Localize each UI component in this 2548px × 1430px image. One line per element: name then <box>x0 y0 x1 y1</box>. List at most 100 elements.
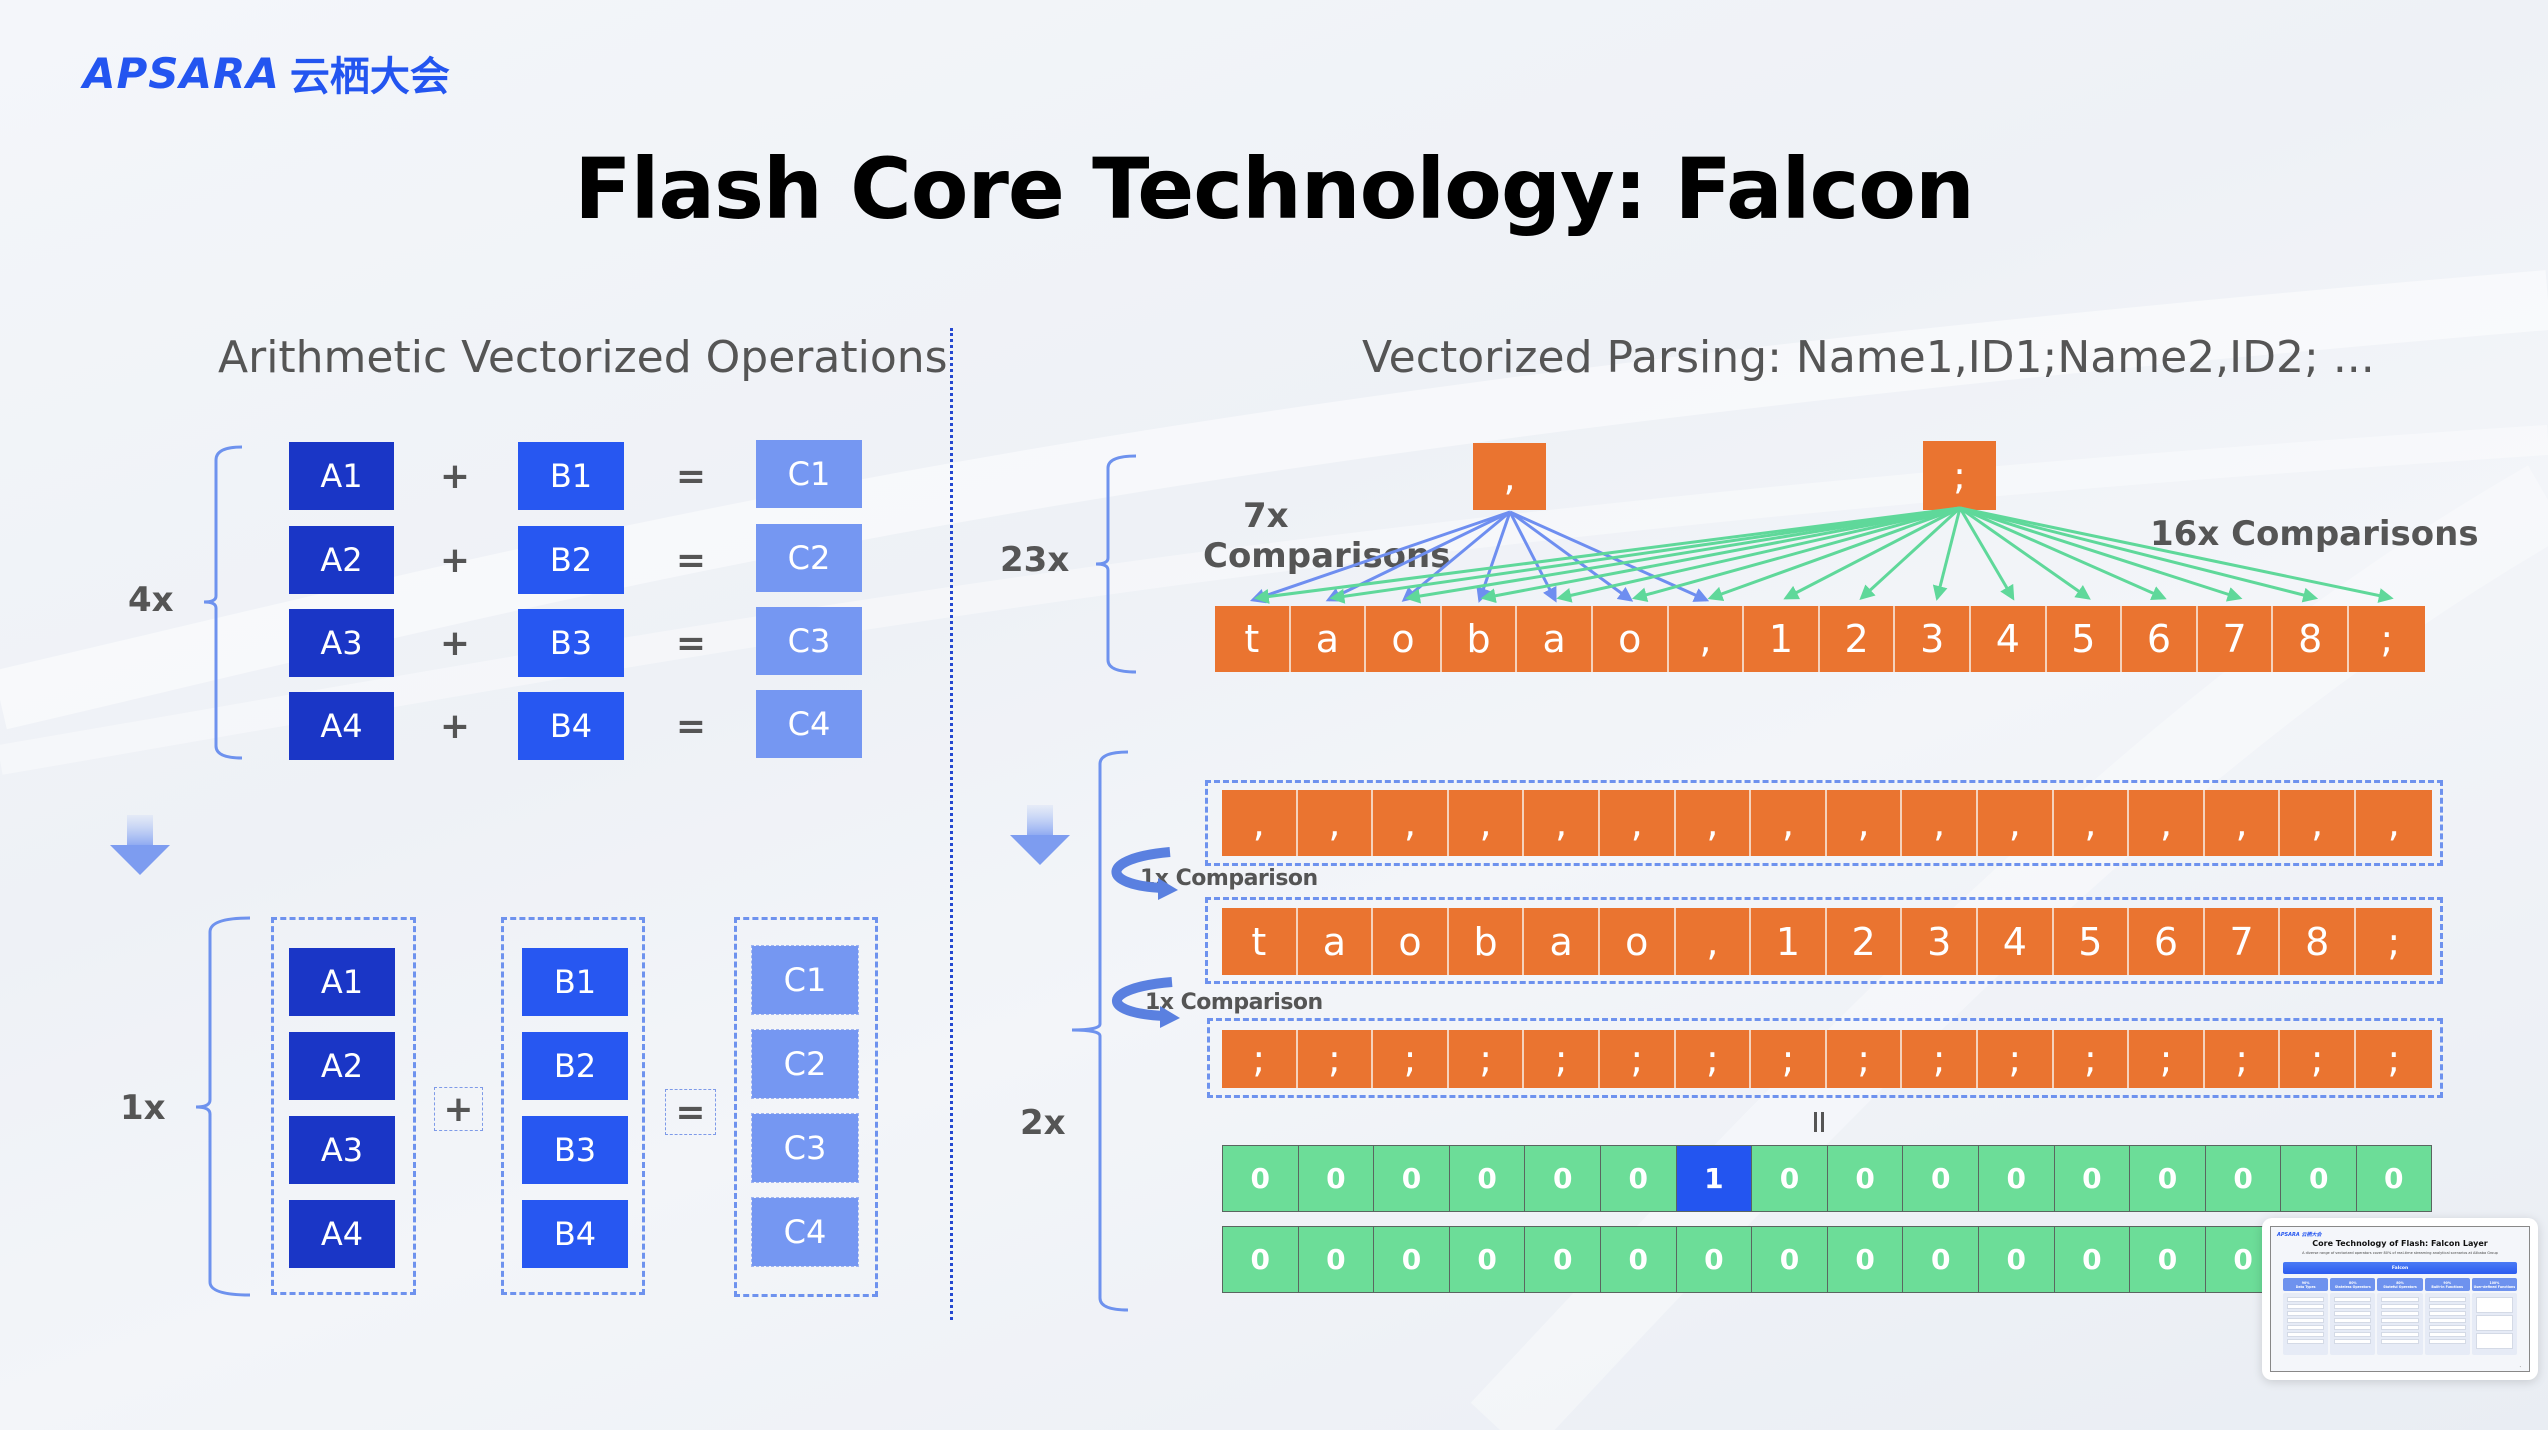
apsara-logo: APSARA 云栖大会 <box>83 49 450 101</box>
semicolon-broadcast-row-cell: ; <box>1902 1030 1978 1088</box>
c-cell: C2 <box>756 524 862 592</box>
thumbnail-item <box>2334 1297 2372 1302</box>
semicolon-match-mask-cell: 0 <box>1751 1226 1827 1293</box>
comma-broadcast-row-cell: , <box>2280 790 2356 856</box>
a-cell: A1 <box>289 948 395 1016</box>
brace-1x <box>195 916 251 1297</box>
thumbnail-subtitle: A diverse range of vectorized operators … <box>2302 1251 2498 1255</box>
input-char-cell: , <box>1668 606 1745 672</box>
thumbnail-item <box>2381 1339 2419 1344</box>
c-vector-register <box>734 917 878 1297</box>
thumbnail-footnote: * <box>2519 1366 2521 1369</box>
input-vector-row-register <box>1205 897 2443 984</box>
comma-broadcast-row-register <box>1205 780 2443 866</box>
comma-broadcast-row-cell: , <box>1978 790 2054 856</box>
comma-match-mask-cell: 0 <box>1448 1145 1525 1212</box>
multiplier-label-2x: 2x <box>1020 1103 1066 1143</box>
a-cell: A4 <box>289 692 394 760</box>
input-char-cell: o <box>1366 606 1442 672</box>
a-vector-register <box>271 917 416 1295</box>
vector-plus-operator: + <box>434 1087 483 1131</box>
semicolon-match-mask-cell: 0 <box>1675 1226 1752 1293</box>
comma-match-mask-cell: 0 <box>1222 1145 1298 1212</box>
semicolon-broadcast-row-cell: ; <box>1222 1030 1298 1088</box>
comma-match-mask-cell: 0 <box>2204 1145 2281 1212</box>
input-vector-row-cell: a <box>1524 908 1600 975</box>
thumbnail-item <box>2287 1297 2325 1302</box>
equals-operator: = <box>675 455 707 497</box>
c-cell: C1 <box>751 945 859 1015</box>
comma-match-mask-cell: 0 <box>2280 1145 2356 1212</box>
semicolon-comparison-arrow <box>1631 506 1961 603</box>
section-divider <box>950 328 953 1320</box>
semicolon-comparison-arrow <box>1707 506 1961 601</box>
thumbnail-column: 100%User-defined Functions <box>2471 1278 2518 1355</box>
thumbnail-item <box>2428 1304 2466 1309</box>
logo-chinese: 云栖大会 <box>289 54 450 100</box>
comma-match-mask-cell: 0 <box>1373 1145 1449 1212</box>
semicolon-broadcast-row-cell: ; <box>1600 1030 1676 1088</box>
thumbnail-column-name: Stateful Operators <box>2383 1284 2417 1289</box>
thumbnail-item <box>2381 1297 2419 1302</box>
semicolon-match-mask-cell: 0 <box>1902 1226 1978 1293</box>
input-vector-row-cell: 8 <box>2280 908 2356 975</box>
thumbnail-item <box>2381 1304 2419 1309</box>
a-cell: A2 <box>289 1032 395 1100</box>
comma-match-mask-cell: 0 <box>1902 1145 1978 1212</box>
thumbnail-item <box>2475 1315 2514 1331</box>
thumbnail-logo: APSARA 云栖大会 <box>2277 1232 2322 1238</box>
input-char-cell: 6 <box>2122 606 2198 672</box>
input-vector-row-cell: 6 <box>2129 908 2205 975</box>
slide-thumbnail[interactable]: APSARA 云栖大会 Core Technology of Flash: Fa… <box>2262 1218 2538 1380</box>
right-section-title: Vectorized Parsing: Name1,ID1;Name2,ID2;… <box>1362 332 2375 383</box>
c-cell: C4 <box>751 1197 859 1267</box>
thumbnail-title: Core Technology of Flash: Falcon Layer <box>2312 1239 2488 1248</box>
b-cell: B4 <box>522 1200 628 1268</box>
input-vector-row-cell: b <box>1448 908 1525 975</box>
thumbnail-column-pct: 80% <box>2396 1280 2404 1285</box>
input-char-cell: 3 <box>1895 606 1971 672</box>
input-vector-row-cell: o <box>1600 908 1676 975</box>
thumbnail-falcon-bar: Falcon <box>2283 1262 2517 1274</box>
thumbnail-column-header: 90%Data Types <box>2283 1278 2329 1291</box>
semicolon-match-mask-cell: 0 <box>2129 1226 2205 1293</box>
thumbnail-column-body <box>2377 1293 2423 1355</box>
down-arrow-icon-left <box>110 815 170 875</box>
b-cell: B1 <box>518 442 624 510</box>
semicolon-comparison-arrow <box>1958 507 2015 601</box>
semicolon-match-mask-cell: 0 <box>1448 1226 1525 1293</box>
thumbnail-column-header: 80%Stateless Operators <box>2330 1278 2376 1291</box>
thumbnail-column-header: 80%Stateful Operators <box>2377 1278 2423 1291</box>
multiplier-label-23x: 23x <box>1000 540 1070 580</box>
a-cell: A1 <box>289 442 394 510</box>
input-vector-row-cell: ; <box>2356 908 2432 975</box>
c-cell: C2 <box>751 1029 859 1099</box>
thumbnail-column-name: Built-in Functions <box>2431 1284 2464 1289</box>
input-vector-row-cell: t <box>1222 908 1298 975</box>
thumbnail-item <box>2428 1311 2466 1316</box>
thumbnail-item <box>2381 1332 2419 1337</box>
brace-2x <box>1071 750 1129 1312</box>
comma-comparison-arrow <box>1476 511 1512 603</box>
thumbnail-item <box>2428 1297 2466 1302</box>
thumbnail-item <box>2287 1339 2325 1344</box>
comma-broadcast-row-cell: , <box>1902 790 1978 856</box>
semicolon-comparison-arrow <box>1959 506 2167 601</box>
semicolon-match-mask-cell: 0 <box>1297 1226 1374 1293</box>
plus-operator: + <box>439 622 471 664</box>
comma-broadcast-row-cell: , <box>1222 790 1298 856</box>
semicolon-broadcast-row-cell: ; <box>1524 1030 1600 1088</box>
semicolon-comparison-arrow <box>1859 506 1962 601</box>
semicolon-broadcast-row-cell: ; <box>1826 1030 1903 1088</box>
thumbnail-column-pct: 90% <box>2443 1280 2452 1285</box>
a-cell: A3 <box>289 1116 395 1184</box>
thumbnail-column-pct: 100% <box>2489 1280 2500 1285</box>
semicolon-match-mask-cell: 0 <box>1978 1226 2054 1293</box>
input-vector-row-cell: 1 <box>1751 908 1827 975</box>
semicolon-broadcast-row-cell: ; <box>1978 1030 2054 1088</box>
input-char-cell: 1 <box>1744 606 1820 672</box>
thumbnail-column: 80%Stateful Operators <box>2377 1278 2423 1355</box>
a-cell: A4 <box>289 1200 395 1268</box>
semicolon-match-mask-cell: 0 <box>1524 1226 1600 1293</box>
thumbnail-item <box>2381 1311 2419 1316</box>
